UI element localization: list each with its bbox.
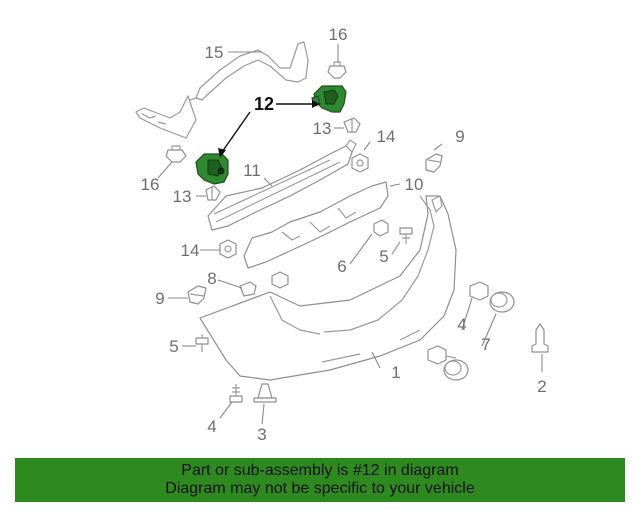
callout-13-upper: 13	[313, 119, 332, 138]
callout-13-lower: 13	[173, 187, 192, 206]
part-13-bolt-lower	[205, 185, 221, 201]
callout-5-left: 5	[169, 337, 178, 356]
part-9-bracket-left	[187, 285, 207, 305]
leader-lines-12	[218, 100, 320, 158]
part-6-retainer-lower	[271, 271, 289, 289]
part-13-bolt-upper	[343, 117, 361, 133]
part-4-grommet-upper	[469, 281, 489, 301]
part-11-reinforcement-beam	[207, 139, 357, 231]
exploded-parts-diagram: 15 16 12 13 14 9 16 11 13 10 14 5 6 8 9 …	[135, 25, 549, 444]
callout-9-left: 9	[155, 289, 164, 308]
callout-16-left: 16	[141, 175, 160, 194]
callout-14-lower: 14	[181, 241, 200, 260]
part-6-retainer-upper	[373, 219, 389, 237]
banner-line-part-number: Part or sub-assembly is #12 in diagram	[181, 462, 459, 479]
part-4-grommet-lower	[427, 345, 447, 365]
info-banner: Part or sub-assembly is #12 in diagram D…	[15, 458, 625, 502]
part-3-push-clip	[253, 383, 277, 403]
callout-5-right: 5	[379, 247, 388, 266]
callout-1: 1	[391, 363, 400, 382]
part-5-screw-left	[195, 334, 209, 352]
callout-12: 12	[254, 94, 274, 114]
callout-8: 8	[207, 269, 216, 288]
part-14-nut-lower	[219, 239, 237, 259]
callout-2: 2	[537, 377, 546, 396]
part-5-screw-right	[399, 227, 413, 244]
part-10-energy-absorber	[243, 181, 389, 269]
callout-9-right: 9	[455, 127, 464, 146]
callout-16-top: 16	[329, 25, 348, 44]
callout-4-upper: 4	[457, 315, 466, 334]
part-7-cap-upper	[489, 291, 515, 313]
banner-line-disclaimer: Diagram may not be specific to your vehi…	[165, 480, 475, 497]
callout-10: 10	[405, 175, 424, 194]
part-8-clip	[239, 281, 257, 297]
part-16-clip-left	[165, 145, 187, 163]
part-2-pin-clip	[531, 323, 549, 353]
callout-4-lower: 4	[207, 417, 216, 436]
part-7-cap-lower	[443, 359, 469, 381]
callout-7: 7	[481, 335, 490, 354]
callout-6: 6	[337, 257, 346, 276]
part-14-nut-upper	[351, 153, 369, 173]
callout-15: 15	[205, 43, 224, 62]
callout-14-upper: 14	[377, 127, 396, 146]
callout-3: 3	[257, 425, 266, 444]
callout-11: 11	[243, 161, 261, 180]
part-12-bracket-upper	[311, 85, 347, 113]
part-9-bracket-right	[425, 153, 443, 173]
part-16-clip-top	[327, 61, 347, 79]
part-4-screw-bottom	[229, 384, 243, 403]
leader-lines	[157, 44, 543, 425]
part-15-bracket	[135, 41, 309, 139]
part-1-bumper-cover	[199, 195, 457, 381]
part-12-bracket-lower	[195, 153, 229, 185]
